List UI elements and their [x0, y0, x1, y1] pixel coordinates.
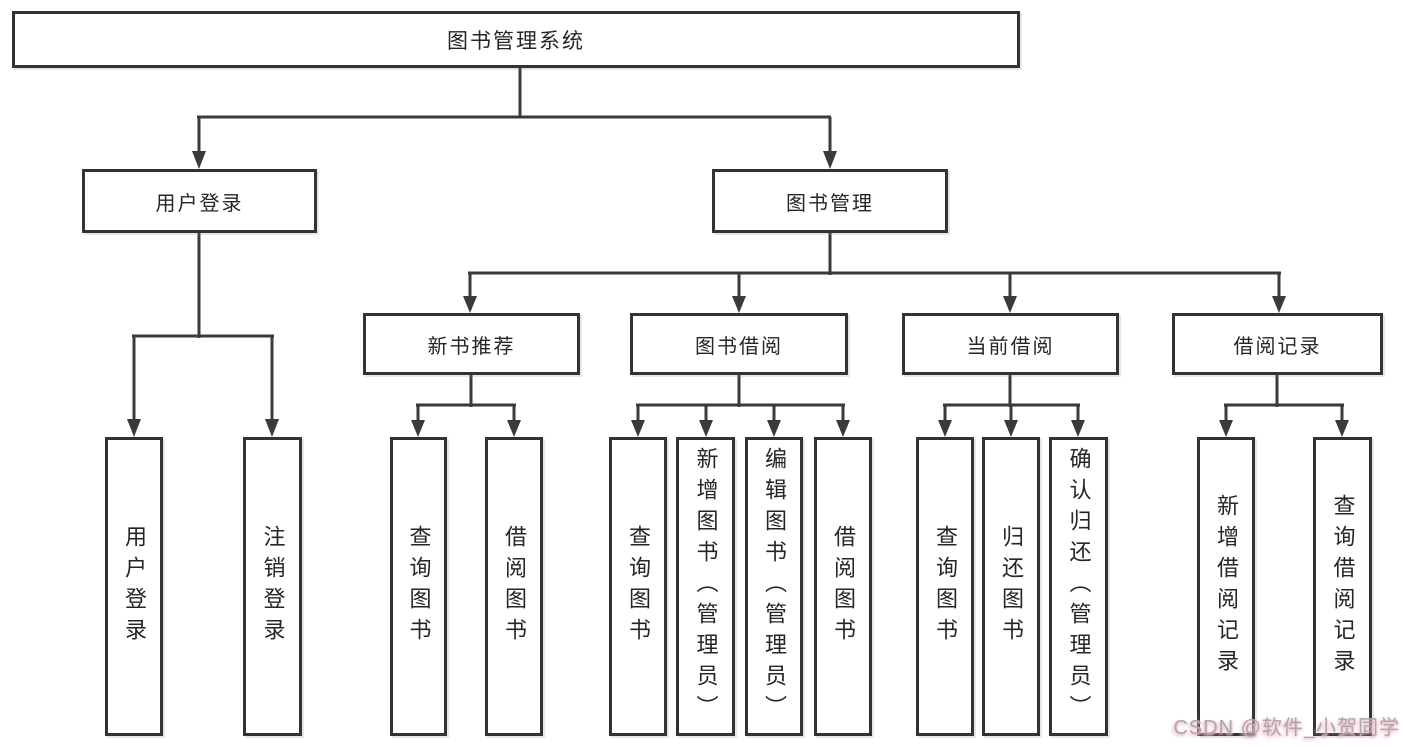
node-leaf-cb-confirm-return: 确认归还（管理员） [1049, 437, 1108, 736]
node-leaf-br-add-record: 新增借阅记录 [1197, 437, 1255, 736]
node-current-borrow-label: 当前借阅 [966, 335, 1055, 358]
node-leaf-cb-return-books-label: 归还图书 [999, 524, 1024, 649]
node-leaf-cb-return-books: 归还图书 [982, 437, 1040, 736]
node-leaf-bb-query-books: 查询图书 [609, 437, 667, 736]
connector-book-borrow-children [631, 373, 850, 437]
node-root: 图书管理系统 [12, 11, 1020, 68]
node-user-login: 用户登录 [82, 169, 317, 233]
node-user-login-label: 用户登录 [155, 192, 244, 215]
node-leaf-br-query-record: 查询借阅记录 [1313, 437, 1372, 736]
node-leaf-rec-query-books-label: 查询图书 [406, 524, 432, 649]
connector-book-mgmt-children [463, 231, 1286, 313]
connector-new-book-rec-children [411, 373, 521, 437]
node-leaf-user-login-label: 用户登录 [122, 524, 147, 649]
node-borrow-records-label: 借阅记录 [1233, 335, 1322, 358]
node-leaf-bb-borrow-books: 借阅图书 [814, 437, 872, 736]
node-leaf-bb-borrow-books-label: 借阅图书 [831, 524, 856, 649]
node-current-borrow: 当前借阅 [902, 313, 1119, 375]
node-leaf-rec-borrow-books-label: 借阅图书 [502, 524, 527, 649]
node-book-mgmt-label: 图书管理 [786, 192, 874, 215]
node-leaf-rec-borrow-books: 借阅图书 [485, 437, 543, 736]
node-leaf-user-login: 用户登录 [105, 437, 163, 736]
node-leaf-logout: 注销登录 [243, 437, 302, 736]
node-new-book-rec-label: 新书推荐 [427, 335, 516, 358]
node-leaf-cb-query-books: 查询图书 [916, 437, 974, 736]
node-leaf-cb-confirm-return-label: 确认归还（管理员） [1066, 447, 1092, 726]
node-leaf-cb-query-books-label: 查询图书 [933, 524, 958, 649]
connector-borrow-records-children [1219, 373, 1349, 437]
node-leaf-br-query-record-label: 查询借阅记录 [1330, 493, 1356, 680]
node-leaf-bb-add-books: 新增图书（管理员） [676, 437, 735, 736]
node-book-borrow-label: 图书借阅 [695, 335, 783, 358]
node-leaf-logout-label: 注销登录 [260, 524, 286, 649]
watermark: CSDN @软件_小贺同学 [1173, 717, 1400, 739]
node-root-label: 图书管理系统 [447, 29, 585, 53]
node-leaf-bb-query-books-label: 查询图书 [626, 524, 651, 649]
connector-current-borrow-children [938, 373, 1085, 437]
connector-user-login-children [127, 231, 279, 437]
node-book-borrow: 图书借阅 [630, 313, 848, 375]
node-leaf-bb-edit-books: 编辑图书（管理员） [745, 437, 803, 736]
node-new-book-rec: 新书推荐 [363, 313, 580, 375]
node-leaf-rec-query-books: 查询图书 [390, 437, 447, 736]
node-borrow-records: 借阅记录 [1172, 313, 1383, 375]
node-leaf-bb-add-books-label: 新增图书（管理员） [693, 447, 719, 726]
node-leaf-br-add-record-label: 新增借阅记录 [1214, 493, 1239, 680]
node-book-mgmt: 图书管理 [712, 169, 948, 233]
node-leaf-bb-edit-books-label: 编辑图书（管理员） [762, 447, 787, 726]
connector-root-to-level2 [192, 66, 837, 169]
